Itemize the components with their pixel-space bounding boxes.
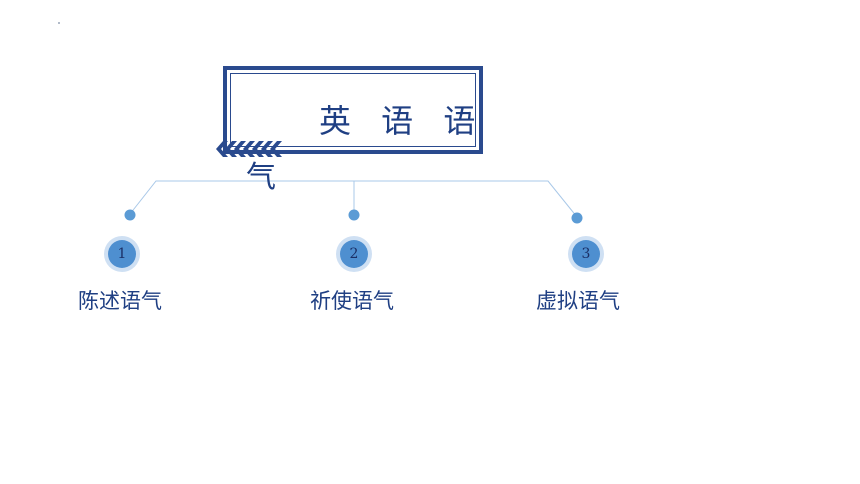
node-dot-1 bbox=[124, 209, 136, 221]
node-dot-3 bbox=[571, 212, 583, 224]
speck-mark bbox=[58, 22, 60, 24]
number-badge-1-value: 1 bbox=[108, 240, 136, 268]
connector-right bbox=[354, 180, 578, 218]
item-label-2: 祈使语气 bbox=[310, 289, 394, 313]
title-box: 英 语 语 bbox=[223, 66, 483, 154]
title-line-1: 英 语 语 bbox=[319, 102, 486, 140]
title-line-2: 气 bbox=[246, 160, 276, 195]
item-label-1: 陈述语气 bbox=[78, 289, 162, 313]
node-dot-2 bbox=[348, 209, 360, 221]
connector-left bbox=[129, 180, 354, 215]
item-label-3: 虚拟语气 bbox=[536, 289, 620, 313]
number-badge-3-value: 3 bbox=[572, 240, 600, 268]
number-badge-1: 1 bbox=[104, 236, 140, 272]
number-badge-3: 3 bbox=[568, 236, 604, 272]
chevron-decoration-icon bbox=[216, 141, 282, 157]
number-badge-2: 2 bbox=[336, 236, 372, 272]
number-badge-2-value: 2 bbox=[340, 240, 368, 268]
